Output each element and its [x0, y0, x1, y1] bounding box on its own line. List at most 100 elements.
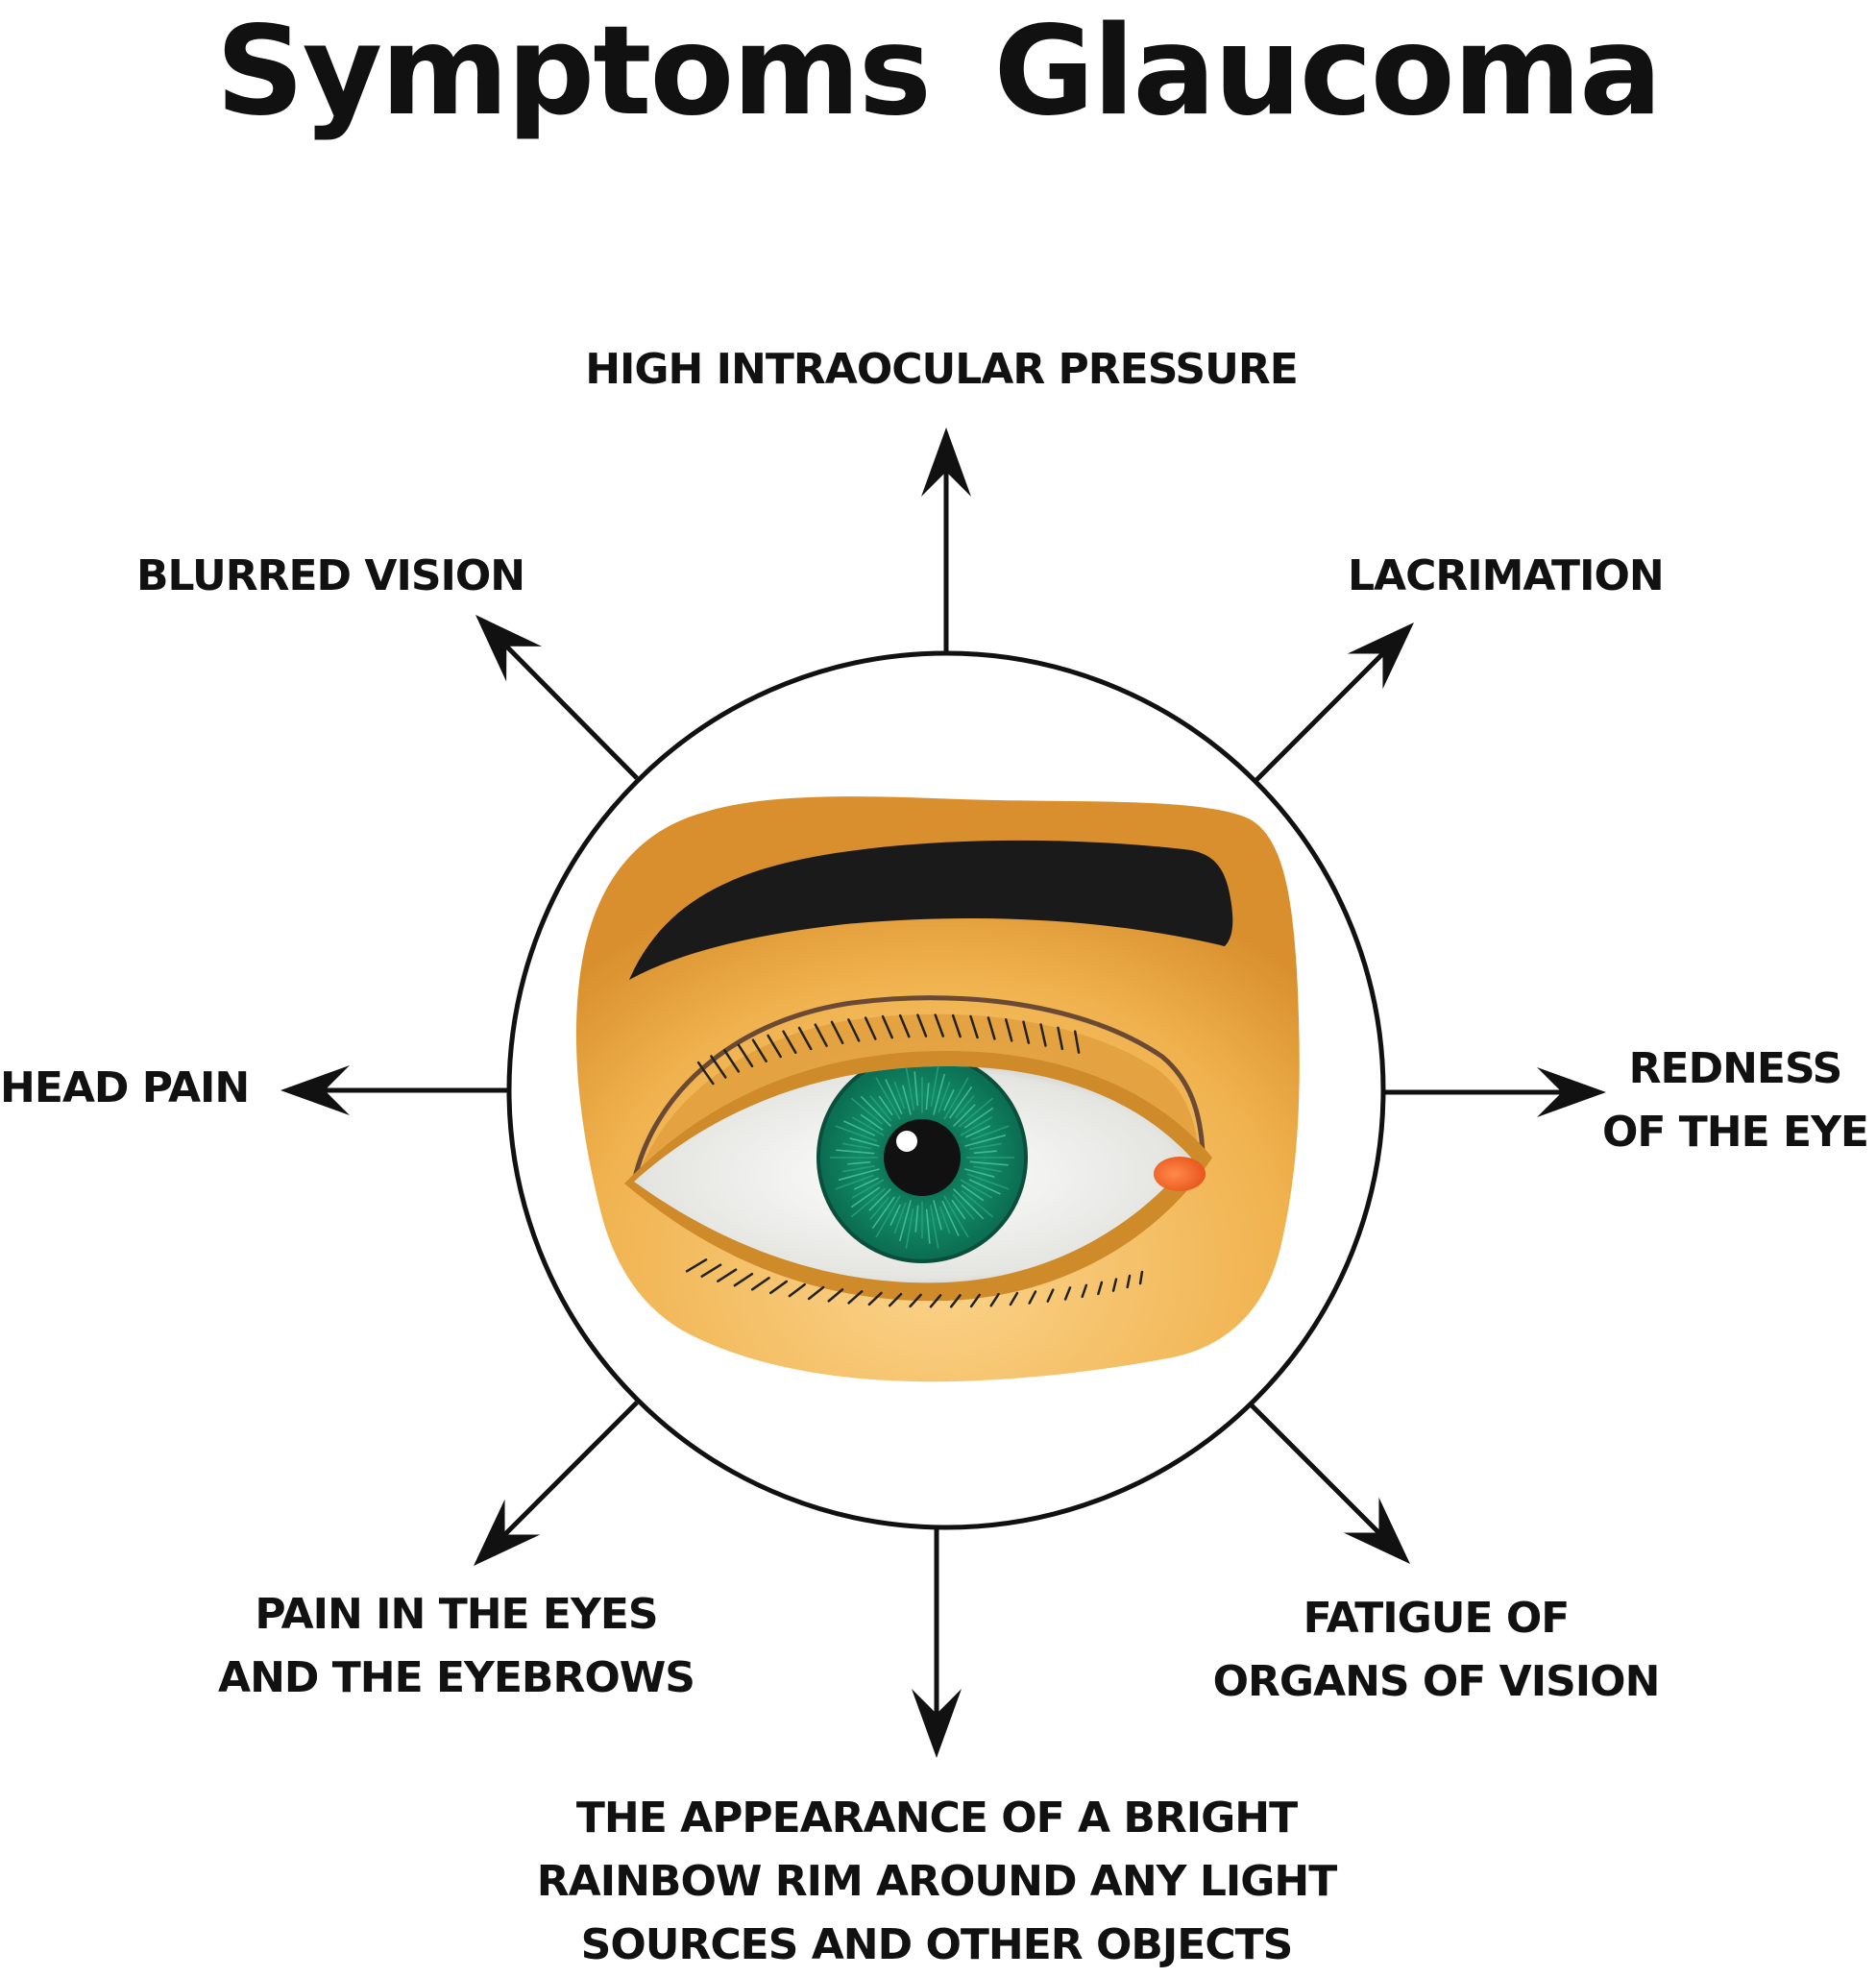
iris-ray	[853, 1177, 880, 1190]
arrow-icon	[1537, 1067, 1606, 1117]
arrow-icon	[280, 1065, 350, 1115]
arrow-right	[1383, 1067, 1606, 1117]
symptom-lacrimation: LACRIMATION	[1348, 551, 1665, 600]
eyelash-upper	[723, 1049, 741, 1073]
arrow-bottom-left-shaft	[502, 1401, 639, 1537]
iris-ray	[875, 1077, 901, 1120]
eyelash-lower	[909, 1293, 922, 1308]
eyelash-upper	[696, 1061, 715, 1086]
iris-ray	[973, 1150, 997, 1155]
iris-ray	[943, 1195, 969, 1238]
symptom-redness-of-the-eye: REDNESS OF THE EYE	[1602, 1044, 1869, 1157]
eyelash-upper	[767, 1034, 782, 1059]
eyelash-lower	[969, 1293, 981, 1308]
eyelash-upper	[1057, 1026, 1064, 1051]
iris-ray	[850, 1187, 887, 1218]
iris-ray	[943, 1077, 969, 1120]
eyelash-lower	[768, 1280, 789, 1295]
iris-ray	[860, 1113, 884, 1131]
eyelash-upper	[830, 1020, 844, 1045]
eyelash-lower	[1111, 1278, 1118, 1292]
eyelash-lower	[1009, 1291, 1019, 1306]
iris-ray	[836, 1149, 875, 1155]
iris-ray	[964, 1168, 995, 1178]
arrow-bottom-right	[1245, 1399, 1410, 1564]
iris-ray	[838, 1168, 880, 1182]
symptom-rainbow-rim-around-lights: THE APPEARANCE OF A BRIGHT RAINBOW RIM A…	[536, 1794, 1337, 1969]
iris-ray	[970, 1125, 1010, 1141]
eyelash-upper	[1022, 1020, 1031, 1044]
eyelashes	[685, 1013, 1144, 1308]
iris-ray	[868, 1187, 892, 1211]
eyelash-upper	[797, 1026, 813, 1051]
iris-ray	[964, 1125, 991, 1138]
arrow-icon	[474, 1499, 541, 1566]
iris-ray	[930, 1066, 939, 1107]
iris-ray	[885, 1079, 903, 1115]
arrow-top-left	[475, 615, 639, 780]
iris-ray	[938, 1081, 951, 1113]
eyelash-upper	[881, 1014, 893, 1039]
eyelash-upper	[969, 1014, 979, 1039]
arrow-icon	[475, 615, 543, 682]
iris-ray	[849, 1137, 880, 1147]
symptom-pain-in-eyes-and-eyebrows: PAIN IN THE EYES AND THE EYEBROWS	[218, 1590, 695, 1702]
iris-ray	[878, 1095, 893, 1116]
eyelash-lower	[1046, 1288, 1055, 1303]
iris-ray	[961, 1184, 985, 1202]
eyelash-lower	[807, 1285, 825, 1301]
page-title: Symptoms Glaucoma	[215, 0, 1663, 143]
symptom-head-pain: HEAD PAIN	[0, 1063, 250, 1112]
iris-ray	[835, 1174, 874, 1190]
eyelash-lower	[827, 1288, 844, 1303]
iris-ray	[860, 1095, 892, 1128]
iris-ray	[850, 1097, 884, 1125]
eyelash-upper	[847, 1018, 861, 1042]
iris-ray	[905, 1208, 914, 1249]
eyelash-upper	[1039, 1023, 1047, 1047]
iris-ray	[843, 1120, 876, 1136]
iris-rays	[830, 1066, 1014, 1249]
iris-ray	[960, 1116, 993, 1136]
iris-ray	[871, 1196, 895, 1230]
iris-ray	[969, 1160, 1009, 1166]
eyelash-upper	[864, 1016, 877, 1040]
iris-ray	[851, 1179, 885, 1199]
iris-ray	[851, 1116, 885, 1136]
eyelash-lower	[788, 1282, 807, 1298]
iris-ray	[842, 1142, 871, 1150]
eyelash-upper	[951, 1013, 962, 1038]
arrow-icon	[1347, 622, 1414, 690]
iris-ray	[914, 1071, 919, 1107]
eyelash-lower	[750, 1277, 770, 1291]
iris-ray	[933, 1073, 946, 1115]
eyelash-lower	[888, 1292, 903, 1307]
eyelash-upper	[934, 1013, 945, 1037]
eyelash-upper	[1073, 1030, 1081, 1054]
pupil	[884, 1119, 961, 1196]
iris-ray	[966, 1173, 1010, 1190]
iris-ray	[952, 1104, 976, 1128]
eyelash-lower	[700, 1263, 722, 1278]
iris-ray	[958, 1097, 994, 1128]
iris-ray	[952, 1187, 985, 1220]
eyelash-lower	[949, 1294, 962, 1308]
iris-ray	[893, 1202, 907, 1234]
iris-ray	[842, 1164, 875, 1173]
eyelash-lower	[1063, 1286, 1072, 1301]
iris-ray	[914, 1205, 919, 1233]
iris-ray	[949, 1086, 973, 1119]
eyebrow	[629, 840, 1233, 980]
arrow-top-right	[1249, 622, 1414, 788]
iris-ray	[969, 1142, 1002, 1151]
iris-ray	[905, 1066, 915, 1111]
iris-ray	[847, 1160, 871, 1165]
eyelash-lower	[1028, 1290, 1037, 1305]
eyelash-lower	[1138, 1270, 1144, 1285]
arrow-icon	[912, 1689, 962, 1758]
iris-ray	[933, 1200, 942, 1231]
arrow-icon	[1343, 1497, 1410, 1564]
arrow-bottom-right-shaft	[1245, 1399, 1381, 1535]
eyelash-lower	[685, 1258, 708, 1273]
